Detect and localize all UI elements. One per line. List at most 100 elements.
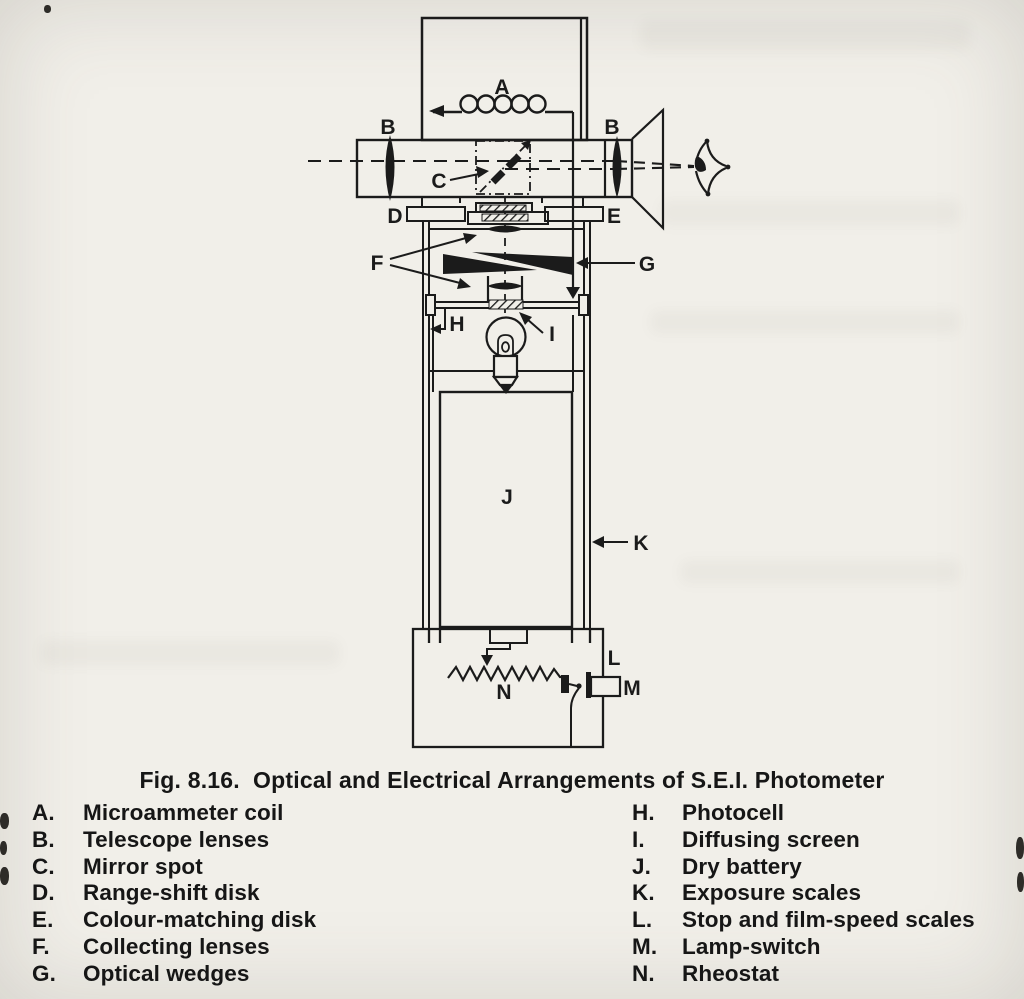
- legend-item: I. Diffusing screen: [632, 827, 975, 854]
- legend-key: D.: [32, 880, 55, 906]
- legend-label: Mirror spot: [83, 853, 203, 879]
- coil-arrowhead: [429, 105, 444, 117]
- rheostat: [447, 664, 562, 683]
- legend-key: E.: [32, 907, 54, 933]
- label-a: A: [494, 76, 509, 99]
- legend-label: Range-shift disk: [83, 880, 260, 906]
- label-i: I: [549, 323, 555, 346]
- i-arrowhead: [519, 312, 532, 325]
- scan-smudge: [680, 560, 960, 584]
- collecting-lens-lower: [486, 276, 524, 302]
- label-l: L: [608, 647, 621, 670]
- edge-artifact: [1016, 837, 1024, 859]
- disk-assembly: [406, 197, 604, 225]
- f-arrowhead-upper: [463, 233, 477, 244]
- eyepiece-cone: [631, 107, 665, 231]
- mirror-spot: [475, 140, 531, 195]
- legend-item: B. Telescope lenses: [32, 827, 316, 854]
- label-j: J: [501, 486, 513, 509]
- legend-key: N.: [632, 960, 655, 986]
- lamp: [485, 316, 527, 394]
- battery-connector: [481, 628, 528, 666]
- f-arrowhead-lower: [457, 278, 471, 289]
- photometer-diagram: A B B C D E F G H I J K L M N: [308, 16, 731, 749]
- label-d: D: [387, 205, 402, 228]
- dry-battery: [438, 390, 574, 629]
- legend-label: Optical wedges: [83, 960, 250, 986]
- eye-icon: [694, 138, 731, 197]
- label-k: K: [633, 532, 648, 555]
- legend-item: L.Stop and film-speed scales: [632, 907, 975, 934]
- legend-item: C. Mirror spot: [32, 854, 316, 881]
- collecting-lens-upper: [486, 225, 524, 233]
- legend-key: M.: [632, 933, 658, 959]
- legend-item: G. Optical wedges: [32, 961, 316, 988]
- legend-label: Lamp-switch: [682, 933, 821, 959]
- g-arrowhead: [576, 257, 588, 269]
- legend-key: C.: [32, 853, 55, 879]
- label-g: G: [639, 253, 655, 276]
- colour-matching-disk: [544, 206, 604, 222]
- microammeter-coil: [429, 94, 573, 117]
- legend-key: B.: [32, 826, 55, 852]
- edge-artifact: [0, 841, 7, 855]
- legend-item: D. Range-shift disk: [32, 880, 316, 907]
- legend-key: I.: [632, 826, 645, 852]
- scan-smudge: [650, 310, 960, 334]
- range-shift-disk: [406, 206, 466, 222]
- legend-label: Dry battery: [682, 853, 802, 879]
- legend-key: F.: [32, 933, 50, 959]
- body-walls: [422, 221, 591, 630]
- legend-label: Diffusing screen: [682, 826, 860, 852]
- optical-wedges: [443, 252, 573, 275]
- legend-key: G.: [32, 960, 56, 986]
- telescope-lens-right: [612, 136, 622, 198]
- scan-smudge: [660, 200, 960, 226]
- diffusing-screen: [488, 299, 524, 310]
- label-h: H: [449, 313, 464, 336]
- legend-label: Colour-matching disk: [83, 907, 317, 933]
- legend-key: K.: [632, 880, 655, 906]
- eye-pupil: [694, 156, 706, 172]
- legend-label: Telescope lenses: [83, 826, 270, 852]
- legend-label: Stop and film-speed scales: [682, 907, 975, 933]
- legend-key: J.: [632, 853, 651, 879]
- legend-column-right: H. Photocell I. Diffusing screen J. Dry bat…: [632, 800, 975, 988]
- rheostat-contact: [561, 675, 569, 693]
- legend-label: Photocell: [682, 800, 785, 825]
- legend-key: H.: [632, 800, 655, 825]
- edge-artifact: [0, 867, 9, 885]
- legend-item: N. Rheostat: [632, 961, 975, 988]
- leader-lines: [389, 166, 635, 548]
- label-c: C: [431, 170, 446, 193]
- scan-smudge: [40, 640, 340, 666]
- label-n: N: [496, 681, 511, 704]
- label-e: E: [607, 205, 621, 228]
- label-m: M: [623, 677, 641, 700]
- figure-caption: Fig. 8.16. Optical and Electrical Arrang…: [139, 767, 885, 793]
- legend-item: M. Lamp-switch: [632, 934, 975, 961]
- label-f: F: [371, 252, 384, 275]
- telescope-tube: [355, 138, 634, 199]
- edge-artifact: [1017, 872, 1024, 892]
- k-arrowhead: [592, 536, 604, 548]
- legend-item: H. Photocell: [632, 800, 975, 827]
- h-arrowhead: [430, 324, 441, 334]
- legend-label: Microammeter coil: [83, 800, 284, 825]
- label-b-right: B: [604, 116, 619, 139]
- telescope-lens-left: [385, 135, 395, 201]
- label-b-left: B: [380, 116, 395, 139]
- optical-axis: [308, 159, 695, 171]
- legend-item: E. Colour-matching disk: [32, 907, 316, 934]
- legend-column-left: A.Microammeter coil B. Telescope lenses C…: [32, 800, 316, 988]
- edge-artifact: [0, 813, 9, 829]
- c-arrowhead: [476, 166, 489, 178]
- legend-item: A.Microammeter coil: [32, 800, 316, 827]
- legend-item: F.Collecting lenses: [32, 934, 316, 961]
- legend-item: J. Dry battery: [632, 854, 975, 881]
- scan-smudge: [640, 20, 970, 50]
- legend-label: Exposure scales: [682, 880, 862, 906]
- legend-label: Rheostat: [682, 960, 780, 986]
- edge-artifact: [44, 5, 51, 13]
